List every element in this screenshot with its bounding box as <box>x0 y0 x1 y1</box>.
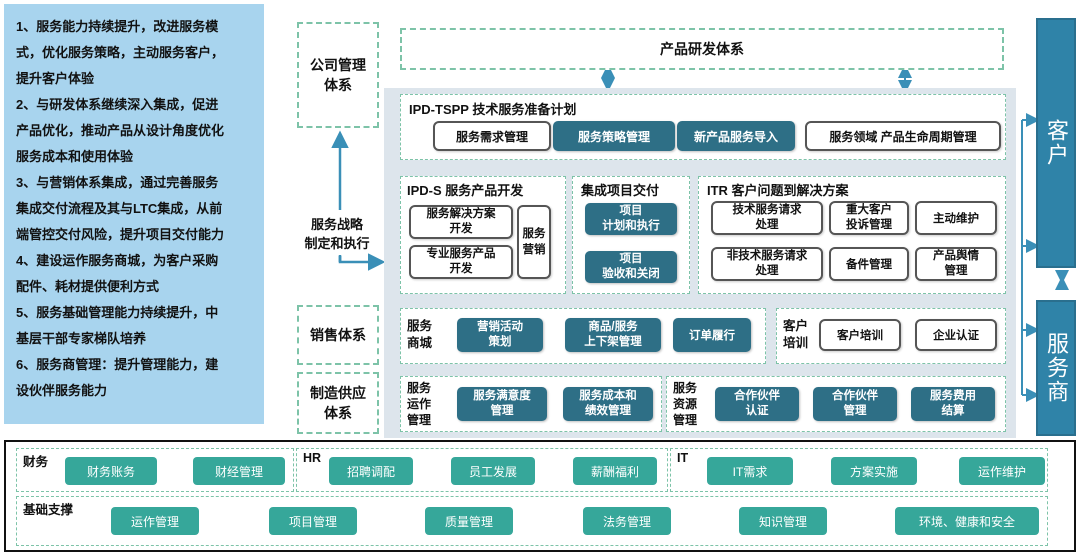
goal-line: 提升客户体验 <box>16 71 95 86</box>
itr-section: ITR 客户问题到解决方案 技术服务请求 处理 重大客户 投诉管理 主动维护 非… <box>698 176 1006 294</box>
goal-line: 3、与营销体系集成，通过完善服务 <box>16 175 219 190</box>
ipd-s-title: IPD-S 服务产品开发 <box>407 183 524 198</box>
it-label: IT <box>677 451 689 465</box>
goal-line: 设伙伴服务能力 <box>16 383 108 398</box>
project-management[interactable]: 项目管理 <box>269 507 357 535</box>
goal-line: 端管控交付风险，提升项目交付能力 <box>16 227 225 242</box>
manufacturing-system: 制造供应 体系 <box>297 372 379 434</box>
company-mgmt-system: 公司管理 体系 <box>297 22 379 128</box>
solution-implementation[interactable]: 方案实施 <box>831 457 917 485</box>
goal-line: 1、服务能力持续提升，改进服务模 <box>16 19 219 34</box>
strategy-label: 服务战略 制定和执行 <box>292 212 382 256</box>
goal-line: 2、与研发体系继续深入集成，促进 <box>16 97 219 112</box>
service-mall-label: 服务 商城 <box>407 319 433 350</box>
hr-section: HR 招聘调配 员工发展 薪酬福利 <box>296 448 668 492</box>
goal-line: 4、建设运作服务商城，为客户采购 <box>16 253 219 268</box>
base-support-section: 基础支撑 运作管理 项目管理 质量管理 法务管理 知识管理 环境、健康和安全 <box>16 496 1048 546</box>
employee-development[interactable]: 员工发展 <box>451 457 535 485</box>
professional-service-dev[interactable]: 专业服务产品 开发 <box>409 245 513 279</box>
goal-line: 集成交付流程及其与LTC集成，从前 <box>16 201 223 216</box>
integrated-delivery-section: 集成项目交付 项目 计划和执行 项目 验收和关闭 <box>572 176 690 294</box>
goal-line: 配件、耗材提供便利方式 <box>16 279 160 294</box>
ipd-s-section: IPD-S 服务产品开发 服务解决方案 开发 专业服务产品 开发 服务 营销 <box>400 176 566 294</box>
service-strategy-mgmt[interactable]: 服务策略管理 <box>553 121 675 151</box>
service-demand-mgmt[interactable]: 服务需求管理 <box>433 121 551 151</box>
cost-performance-mgmt[interactable]: 服务成本和 绩效管理 <box>563 387 653 421</box>
customer-training-section: 客户 培训 客户培训 企业认证 <box>776 308 1006 364</box>
goal-line: 6、服务商管理：提升管理能力，建 <box>16 357 219 372</box>
operations-maintenance[interactable]: 运作维护 <box>959 457 1045 485</box>
spare-parts-mgmt[interactable]: 备件管理 <box>829 247 909 281</box>
it-requirements[interactable]: IT需求 <box>707 457 793 485</box>
product-opinion-mgmt[interactable]: 产品舆情 管理 <box>915 247 997 281</box>
integrated-delivery-title: 集成项目交付 <box>581 183 660 198</box>
customer-column: 客户 <box>1036 18 1076 268</box>
solution-dev[interactable]: 服务解决方案 开发 <box>409 205 513 239</box>
service-ops-label: 服务 运作 管理 <box>407 381 432 427</box>
operations-management[interactable]: 运作管理 <box>111 507 199 535</box>
product-listing-mgmt[interactable]: 商品/服务 上下架管理 <box>565 318 661 352</box>
service-ops-section: 服务 运作 管理 服务满意度 管理 服务成本和 绩效管理 <box>400 376 662 432</box>
recruitment[interactable]: 招聘调配 <box>329 457 413 485</box>
non-tech-request-handling[interactable]: 非技术服务请求 处理 <box>711 247 823 281</box>
finance-section: 财务 财务账务 财经管理 <box>16 448 294 492</box>
finance-accounts[interactable]: 财务账务 <box>65 457 157 485</box>
major-complaint-mgmt[interactable]: 重大客户 投诉管理 <box>829 201 909 235</box>
partner-certification[interactable]: 合作伙伴 认证 <box>715 387 799 421</box>
rd-system: 产品研发体系 <box>400 28 1004 70</box>
customer-training-button[interactable]: 客户培训 <box>819 319 901 351</box>
strategy-right-arrow <box>338 253 386 271</box>
hr-label: HR <box>303 451 322 465</box>
goal-line: 产品优化，推动产品从设计角度优化 <box>16 123 225 138</box>
quality-management[interactable]: 质量管理 <box>425 507 513 535</box>
lifecycle-mgmt[interactable]: 服务领域 产品生命周期管理 <box>805 121 1001 151</box>
ehs[interactable]: 环境、健康和安全 <box>895 507 1039 535</box>
service-provider-column: 服务商 <box>1036 300 1076 436</box>
goal-line: 服务成本和使用体验 <box>16 149 134 164</box>
goal-line: 式，优化服务策略，主动服务客户， <box>16 45 225 60</box>
base-support-label: 基础支撑 <box>23 503 74 517</box>
legal-management[interactable]: 法务管理 <box>583 507 671 535</box>
partner-management[interactable]: 合作伙伴 管理 <box>813 387 897 421</box>
service-fee-settlement[interactable]: 服务费用 结算 <box>911 387 995 421</box>
service-marketing[interactable]: 服务 营销 <box>517 205 551 279</box>
project-plan-execute[interactable]: 项目 计划和执行 <box>585 203 677 235</box>
marketing-campaign-planning[interactable]: 营销活动 策划 <box>457 318 543 352</box>
project-accept-close[interactable]: 项目 验收和关闭 <box>585 251 677 283</box>
customer-training-label: 客户 培训 <box>783 319 809 350</box>
finance-label: 财务 <box>23 455 49 469</box>
tech-request-handling[interactable]: 技术服务请求 处理 <box>711 201 823 235</box>
service-mall-section: 服务 商城 营销活动 策划 商品/服务 上下架管理 订单履行 <box>400 308 766 364</box>
order-fulfillment[interactable]: 订单履行 <box>673 318 751 352</box>
financial-management[interactable]: 财经管理 <box>193 457 285 485</box>
ipd-tspp-section: IPD-TSPP 技术服务准备计划 服务需求管理 服务策略管理 新产品服务导入 … <box>400 94 1006 160</box>
satisfaction-mgmt[interactable]: 服务满意度 管理 <box>457 387 547 421</box>
ipd-tspp-title: IPD-TSPP 技术服务准备计划 <box>409 102 577 117</box>
goal-line: 基层干部专家梯队培养 <box>16 331 147 346</box>
it-section: IT IT需求 方案实施 运作维护 <box>670 448 1048 492</box>
enterprise-certification[interactable]: 企业认证 <box>915 319 997 351</box>
service-resources-label: 服务 资源 管理 <box>673 381 698 427</box>
compensation-benefits[interactable]: 薪酬福利 <box>573 457 657 485</box>
service-resources-section: 服务 资源 管理 合作伙伴 认证 合作伙伴 管理 服务费用 结算 <box>666 376 1006 432</box>
sales-system: 销售体系 <box>297 305 379 365</box>
proactive-maintenance[interactable]: 主动维护 <box>915 201 997 235</box>
new-product-service-intro[interactable]: 新产品服务导入 <box>677 121 795 151</box>
itr-title: ITR 客户问题到解决方案 <box>707 183 849 198</box>
goals-panel: 1、服务能力持续提升，改进服务模 式，优化服务策略，主动服务客户， 提升客户体验… <box>4 4 264 424</box>
goal-line: 5、服务基础管理能力持续提升，中 <box>16 305 219 320</box>
knowledge-management[interactable]: 知识管理 <box>739 507 827 535</box>
